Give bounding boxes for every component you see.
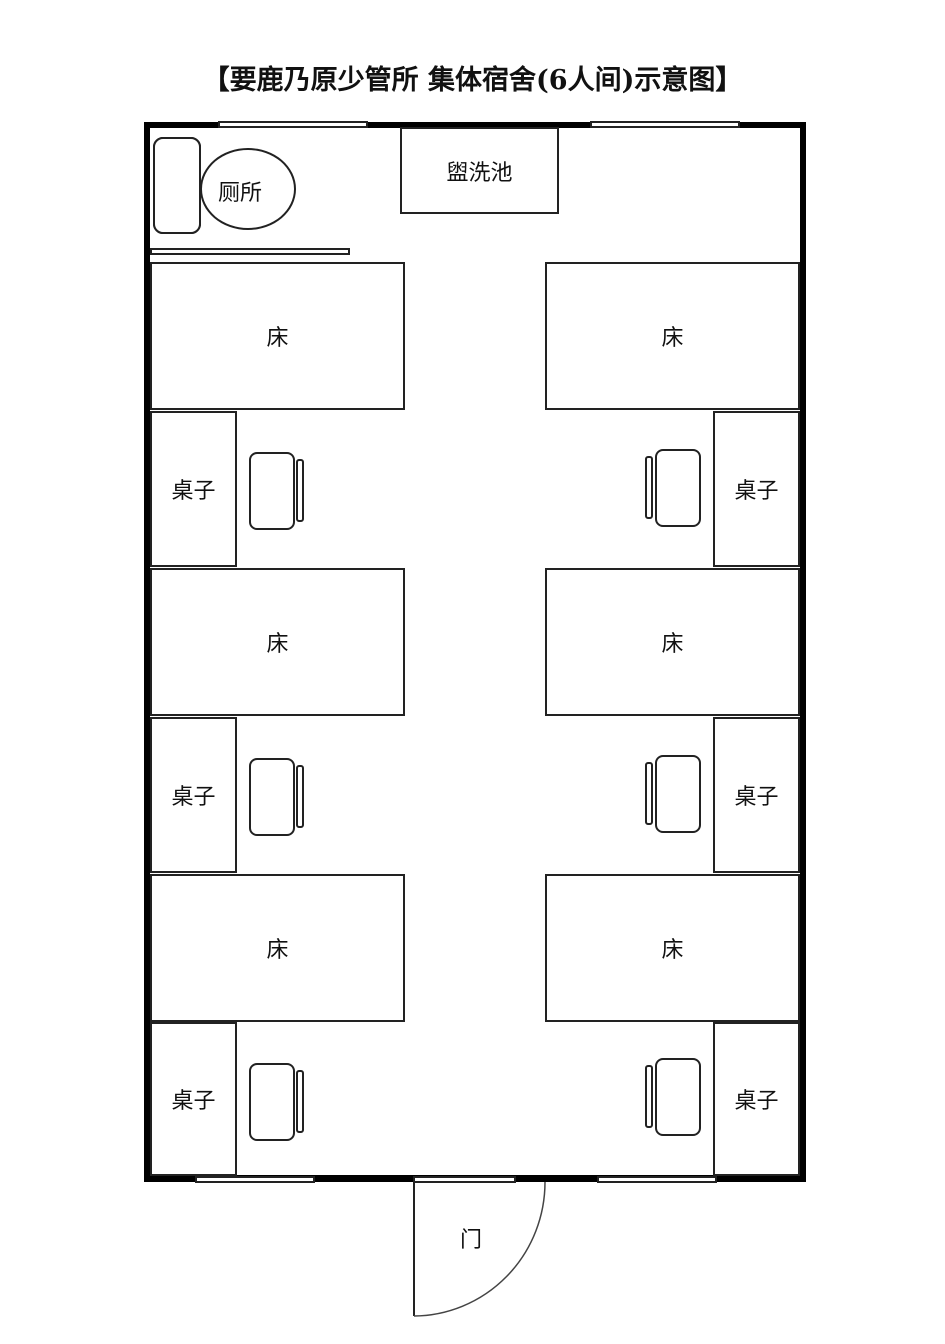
sink-label: 盥洗池 — [446, 160, 513, 186]
bed-6: 床 — [545, 874, 800, 1022]
bed-3: 床 — [150, 568, 405, 716]
chair-icon — [249, 452, 295, 530]
window-bottom-left — [195, 1176, 315, 1183]
desk-6: 桌子 — [713, 1022, 800, 1176]
chair-icon — [249, 1063, 295, 1141]
chair-back-icon — [296, 765, 304, 828]
bed-5: 床 — [150, 874, 405, 1022]
bed-2: 床 — [545, 262, 800, 410]
wall-top — [144, 122, 806, 128]
bed-label: 床 — [661, 938, 684, 963]
bed-4: 床 — [545, 568, 800, 716]
chair-icon — [249, 758, 295, 836]
wall-right — [800, 122, 806, 1182]
window-top-right — [590, 121, 740, 128]
toilet-label: 厕所 — [218, 181, 263, 206]
bed-label: 床 — [661, 326, 684, 351]
window-top-left — [218, 121, 368, 128]
door-frame — [413, 1176, 516, 1183]
chair-back-icon — [296, 1070, 304, 1133]
bed-1: 床 — [150, 262, 405, 410]
desk-label: 桌子 — [734, 785, 779, 810]
chair-back-icon — [645, 1065, 653, 1128]
desk-5: 桌子 — [150, 1022, 237, 1176]
door-label: 门 — [460, 1228, 483, 1253]
desk-1: 桌子 — [150, 411, 237, 567]
chair-icon — [655, 755, 701, 833]
chair-icon — [655, 1058, 701, 1136]
desk-label: 桌子 — [171, 479, 216, 504]
desk-label: 桌子 — [171, 1089, 216, 1114]
toilet-partition — [150, 248, 350, 255]
sink: 盥洗池 — [400, 127, 559, 214]
door-swing-icon — [413, 1181, 546, 1317]
diagram-title: 【要鹿乃原少管所 集体宿舍(6人间)示意图】 — [202, 65, 743, 96]
bed-label: 床 — [266, 632, 289, 657]
chair-back-icon — [645, 762, 653, 825]
desk-label: 桌子 — [734, 1089, 779, 1114]
toilet-bowl — [200, 148, 296, 230]
bed-label: 床 — [266, 938, 289, 963]
desk-4: 桌子 — [713, 717, 800, 873]
desk-3: 桌子 — [150, 717, 237, 873]
bed-label: 床 — [661, 632, 684, 657]
chair-icon — [655, 449, 701, 527]
wall-left — [144, 122, 150, 1182]
window-bottom-right — [597, 1176, 717, 1183]
desk-label: 桌子 — [171, 785, 216, 810]
bed-label: 床 — [266, 326, 289, 351]
desk-2: 桌子 — [713, 411, 800, 567]
chair-back-icon — [645, 456, 653, 519]
desk-label: 桌子 — [734, 479, 779, 504]
chair-back-icon — [296, 459, 304, 522]
toilet-tank-front — [153, 137, 201, 234]
